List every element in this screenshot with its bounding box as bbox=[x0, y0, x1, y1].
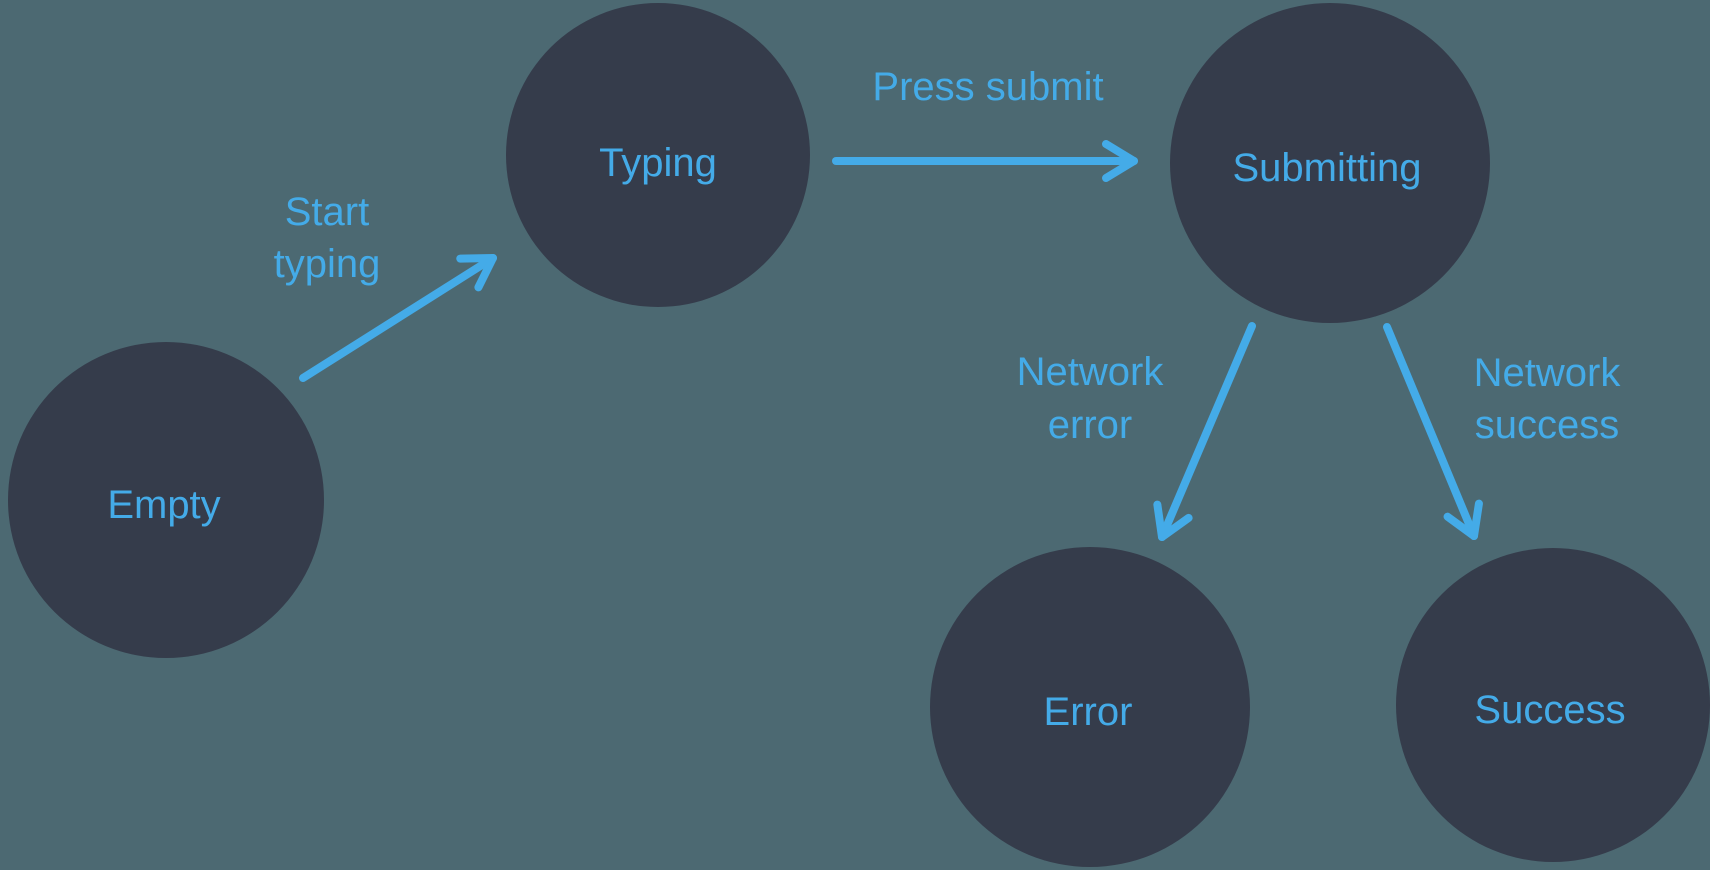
edge-start-typing: Start typing bbox=[274, 190, 497, 382]
edge-label-network-error-line2: error bbox=[1048, 403, 1132, 447]
arrow-submitting-to-error bbox=[1153, 322, 1256, 541]
node-circle-error bbox=[930, 547, 1250, 867]
node-label-empty: Empty bbox=[107, 483, 220, 527]
edge-label-start-typing-line1: Start bbox=[285, 190, 369, 234]
edge-label-network-success-line1: Network bbox=[1474, 351, 1622, 395]
node-label-typing: Typing bbox=[599, 141, 717, 185]
node-circle-empty bbox=[8, 342, 324, 658]
node-circle-typing bbox=[506, 3, 810, 307]
node-submitting: Submitting bbox=[1170, 3, 1490, 323]
node-circle-success bbox=[1396, 548, 1710, 862]
edge-label-network-success-line2: success bbox=[1475, 403, 1620, 447]
node-circle-submitting bbox=[1170, 3, 1490, 323]
edge-network-error: Network error bbox=[1017, 322, 1256, 541]
edge-press-submit: Press submit bbox=[832, 65, 1138, 182]
edge-label-start-typing-line2: typing bbox=[274, 242, 381, 286]
node-label-success: Success bbox=[1474, 688, 1625, 732]
node-label-submitting: Submitting bbox=[1233, 146, 1422, 190]
node-error: Error bbox=[930, 547, 1250, 867]
arrow-empty-to-typing bbox=[299, 254, 497, 382]
node-empty: Empty bbox=[8, 342, 324, 658]
node-typing: Typing bbox=[506, 3, 810, 307]
edge-label-press-submit: Press submit bbox=[872, 65, 1103, 109]
node-label-error: Error bbox=[1044, 690, 1133, 734]
edge-network-success: Network success bbox=[1383, 323, 1622, 540]
edge-label-network-error-line1: Network bbox=[1017, 350, 1165, 394]
node-success: Success bbox=[1396, 548, 1710, 862]
arrow-submitting-to-success bbox=[1383, 323, 1483, 540]
